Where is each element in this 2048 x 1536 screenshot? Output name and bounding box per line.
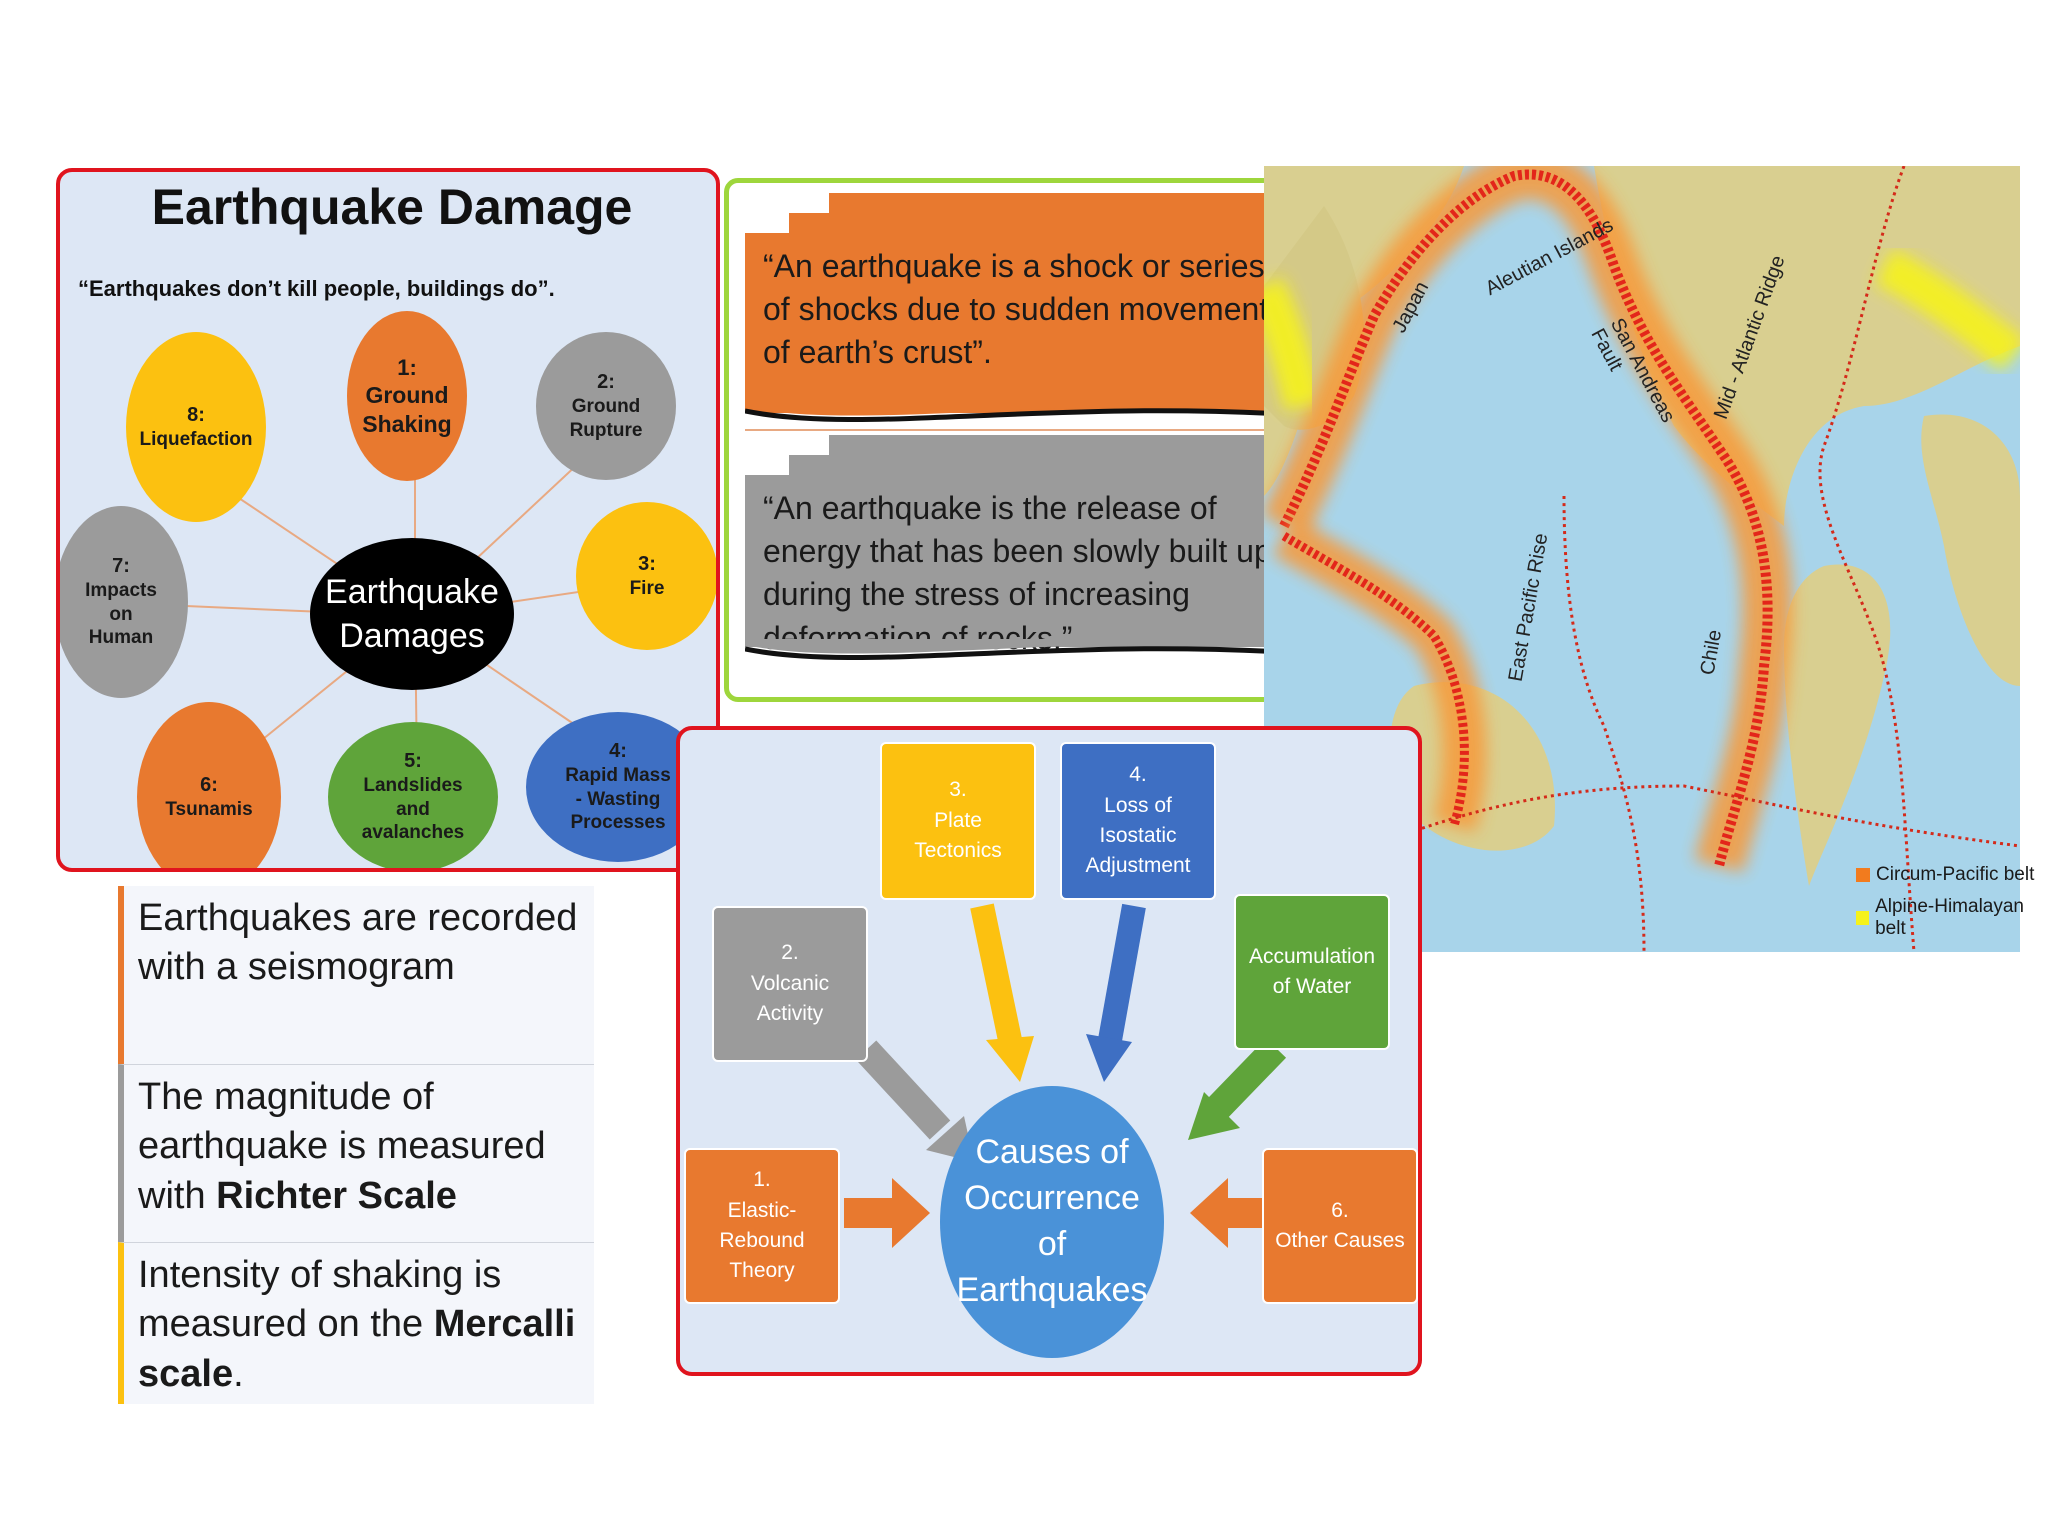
center-line: of — [1037, 1225, 1067, 1263]
legend-row-alpine-himalayan: Alpine-Himalayan belt — [1856, 896, 2048, 940]
cause-volcanic-activity: 2. Volcanic Activity — [712, 906, 868, 1062]
bubble-landslides: 5: Landslides and avalanches — [328, 722, 498, 868]
causes-panel: 1. Elastic-Rebound Theory 2. Volcanic Ac… — [676, 726, 1422, 1376]
bubble-ground-shaking: 1: Ground Shaking — [347, 311, 467, 481]
bubble-number: 3: — [638, 552, 656, 575]
center-line-1: Earthquake — [325, 572, 499, 611]
cause-label: Other Causes — [1275, 1229, 1405, 1252]
legend-label: Circum-Pacific belt — [1876, 864, 2035, 885]
causes-center-circle: Causes of Occurrence of Earthquakes — [940, 1086, 1164, 1358]
bubble-label: Landslides and avalanches — [361, 774, 465, 844]
cause-number: 2. — [781, 941, 799, 965]
label-mid-atlantic-ridge: Mid - Atlantic Ridge — [1709, 252, 1790, 423]
causes-arrows — [844, 903, 1287, 1248]
bubble-number: 7: — [112, 554, 130, 577]
definition-text-1: “An earthquake is a shock or series of s… — [745, 233, 1299, 413]
label-japan: Japan — [1388, 278, 1434, 337]
damage-quote: “Earthquakes don’t kill people, building… — [78, 276, 555, 301]
measure-row-richter: The magnitude of earthquake is measured … — [118, 1064, 594, 1242]
measure-bold-text: Mercalli scale — [138, 1303, 576, 1395]
measurement-panel: Earthquakes are recorded with a seismogr… — [118, 886, 594, 1404]
legend-swatch — [1856, 868, 1870, 882]
legend-row-circum-pacific: Circum-Pacific belt — [1856, 864, 2048, 886]
bubble-number: 4: — [609, 739, 627, 762]
bubble-number: 6: — [200, 773, 218, 796]
cause-accumulation-water: Accumulation of Water — [1234, 894, 1390, 1050]
bubble-number: 2: — [597, 370, 615, 393]
bubble-fire: 3: Fire — [576, 502, 716, 650]
scroll-curl — [745, 639, 1299, 660]
cause-label: Plate Tectonics — [914, 808, 1002, 863]
scroll-curl — [745, 401, 1299, 422]
cause-other-causes: 6. Other Causes — [1262, 1148, 1418, 1304]
cause-label: Elastic-Rebound Theory — [719, 1198, 805, 1283]
measure-text: Earthquakes are recorded with a seismogr… — [138, 897, 578, 989]
cause-elastic-rebound: 1. Elastic-Rebound Theory — [684, 1148, 840, 1304]
measure-row-mercalli: Intensity of shaking is measured on the … — [118, 1242, 594, 1404]
label-east-pacific-rise: East Pacific Rise — [1504, 531, 1553, 684]
definitions-panel: “An earthquake is a shock or series of s… — [724, 178, 1299, 702]
center-bubble-earthquake-damages: Earthquake Damages — [310, 538, 514, 690]
bubble-label: Ground Shaking — [362, 382, 452, 437]
definition-text-2: “An earthquake is the release of energy … — [745, 475, 1299, 656]
bubble-liquefaction: 8: Liquefaction — [126, 332, 266, 522]
cause-number: 4. — [1129, 763, 1147, 787]
center-line: Earthquakes — [956, 1270, 1148, 1309]
damage-title: Earthquake Damage — [151, 179, 633, 235]
measure-text: The magnitude of earthquake is measured … — [138, 1076, 546, 1217]
bubble-label: Impacts on Human — [85, 579, 157, 649]
label-aleutian-islands: Aleutian Islands — [1481, 214, 1617, 300]
bubble-number: 5: — [404, 749, 422, 772]
cause-plate-tectonics: 3. Plate Tectonics — [880, 742, 1036, 900]
bubble-label: Rapid Mass - Wasting Processes — [565, 764, 671, 834]
legend-label: Alpine-Himalayan belt — [1875, 896, 2024, 939]
measure-bold-text: Richter Scale — [216, 1174, 457, 1217]
bubble-label: Tsunamis — [165, 798, 253, 820]
cause-label: Loss of Isostatic Adjustment — [1085, 793, 1191, 878]
label-chile: Chile — [1696, 628, 1727, 677]
cause-number: 6. — [1331, 1198, 1349, 1222]
label-san-andreas-fault: San Andreas Fault — [1586, 314, 1680, 427]
bubble-impacts-on-human: 7: Impacts on Human — [60, 506, 188, 698]
cause-loss-isostatic: 4. Loss of Isostatic Adjustment — [1060, 742, 1216, 900]
earthquake-damage-panel: Earthquake Damage “Earthquakes don’t kil… — [56, 168, 720, 872]
bubble-number: 8: — [187, 403, 205, 426]
bubble-label: Ground Rupture — [569, 395, 643, 441]
map-legend: Circum-Pacific belt Alpine-Himalayan bel… — [1856, 864, 2048, 950]
cause-number: 3. — [949, 778, 967, 802]
bubble-label: Fire — [629, 577, 665, 599]
bubble-ground-rupture: 2: Ground Rupture — [536, 332, 676, 480]
center-line: Occurrence — [964, 1179, 1140, 1218]
cause-number: 1. — [753, 1168, 771, 1192]
legend-swatch — [1856, 911, 1870, 925]
measure-text: Intensity of shaking is measured on the — [138, 1254, 502, 1346]
bubble-tsunamis: 6: Tsunamis — [137, 702, 281, 868]
bubble-number: 1: — [397, 354, 417, 380]
measure-row-seismogram: Earthquakes are recorded with a seismogr… — [118, 886, 594, 1064]
center-line: Causes of — [975, 1133, 1129, 1172]
measure-text-suffix: . — [233, 1352, 244, 1395]
bubble-label: Liquefaction — [139, 428, 253, 450]
cause-label: Volcanic Activity — [750, 971, 830, 1026]
divider — [745, 429, 1299, 431]
center-line-2: Damages — [339, 617, 485, 655]
cause-label: Accumulation of Water — [1248, 944, 1376, 998]
